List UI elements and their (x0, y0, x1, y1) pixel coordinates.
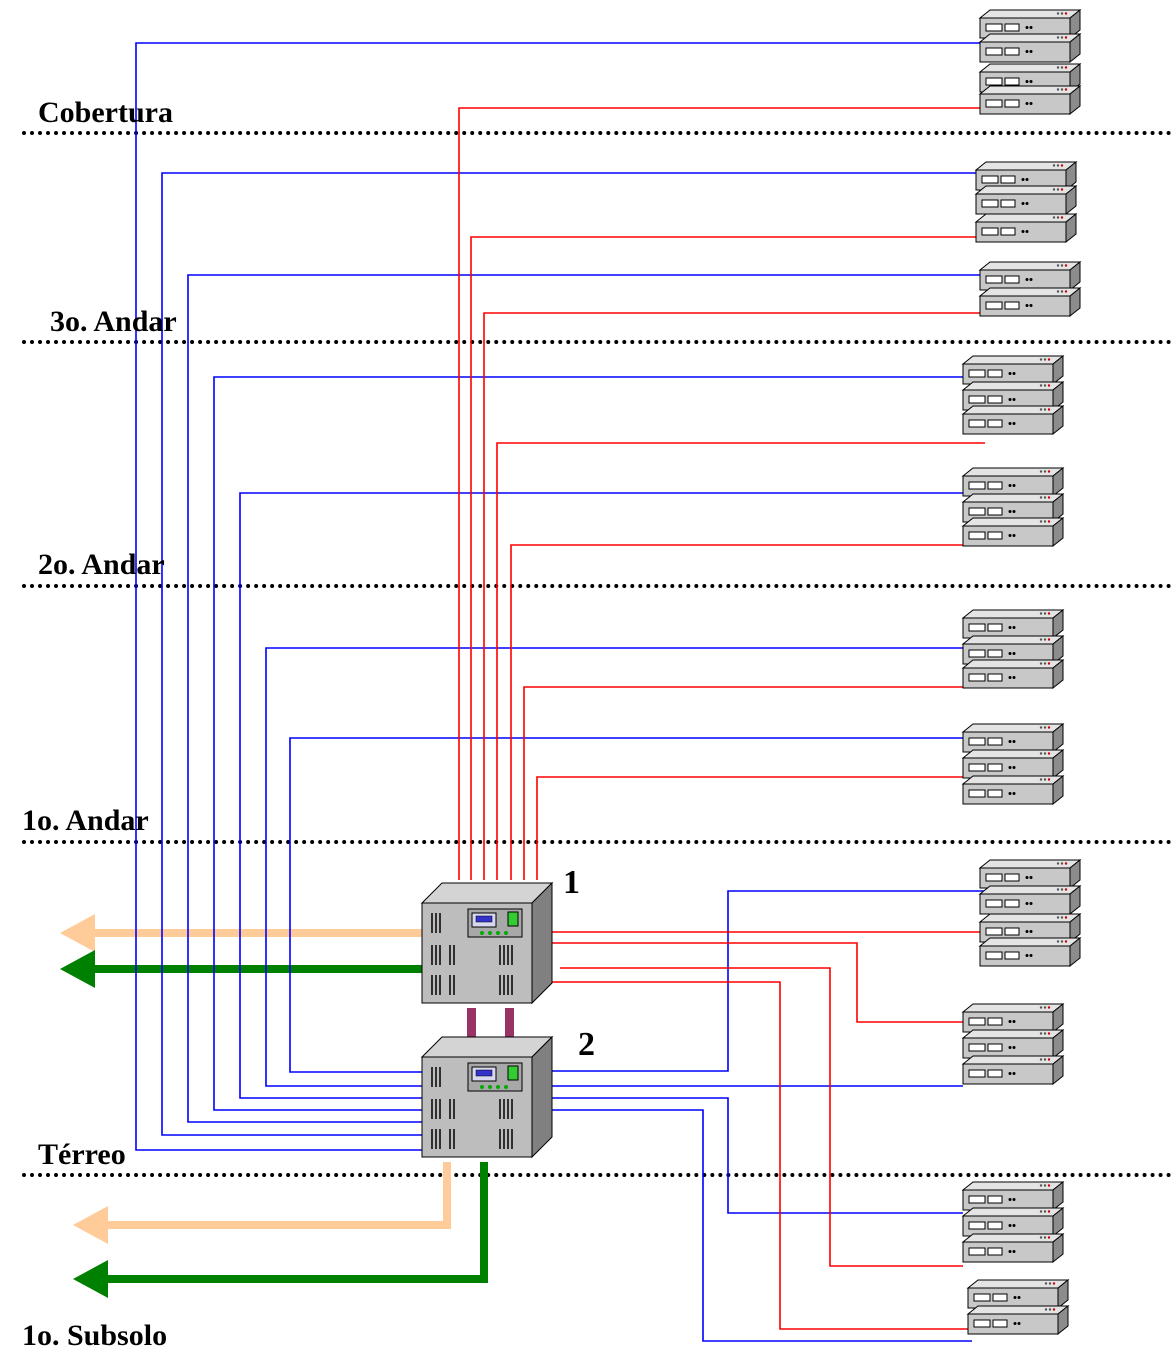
device-stack-1a-1[interactable] (962, 609, 1064, 689)
device-stack-subsolo-2[interactable] (967, 1279, 1069, 1335)
switch-interconnect (467, 1008, 514, 1048)
floor-divider-1-andar (22, 840, 1172, 844)
device-stack-subsolo-1[interactable] (962, 1181, 1064, 1263)
floor-divider-3-andar (22, 340, 1172, 344)
device-stack-cobertura[interactable] (979, 9, 1081, 115)
floor-divider-2-andar (22, 584, 1172, 588)
floor-divider-terreo (22, 1173, 1172, 1177)
core-switch-1[interactable] (421, 882, 553, 1004)
device-stack-3a-2[interactable] (979, 261, 1081, 317)
arrow-left-icon (73, 1260, 108, 1298)
arrow-left-icon (60, 950, 95, 988)
red-cables (458, 107, 1000, 1330)
device-stack-1a-2[interactable] (962, 723, 1064, 805)
arrow-left-icon (73, 1206, 108, 1244)
floor-label-terreo: Térreo (38, 1138, 126, 1171)
blue-cables (135, 42, 985, 1342)
floor-label-subsolo: 1o. Subsolo (22, 1319, 168, 1352)
floor-label-cobertura: Cobertura (38, 96, 173, 129)
device-stack-terreo-1[interactable] (979, 859, 1081, 967)
device-stack-2a-2[interactable] (962, 467, 1064, 547)
device-stack-2a-1[interactable] (962, 355, 1064, 435)
switch-1-label: 1 (563, 864, 580, 901)
core-switch-icon (421, 882, 553, 1004)
uplink-arrows (60, 914, 488, 1298)
floor-label-3-andar: 3o. Andar (50, 305, 177, 338)
device-stack-terreo-2[interactable] (962, 1003, 1064, 1085)
core-switch-icon (421, 1036, 553, 1158)
switch-2-label: 2 (578, 1026, 595, 1063)
floor-label-1-andar: 1o. Andar (22, 804, 149, 837)
arrow-left-icon (60, 914, 95, 952)
device-stack-3a-1[interactable] (975, 161, 1077, 243)
core-switch-2[interactable] (421, 1036, 553, 1158)
floor-divider-cobertura (22, 131, 1172, 135)
floor-label-2-andar: 2o. Andar (38, 548, 165, 581)
